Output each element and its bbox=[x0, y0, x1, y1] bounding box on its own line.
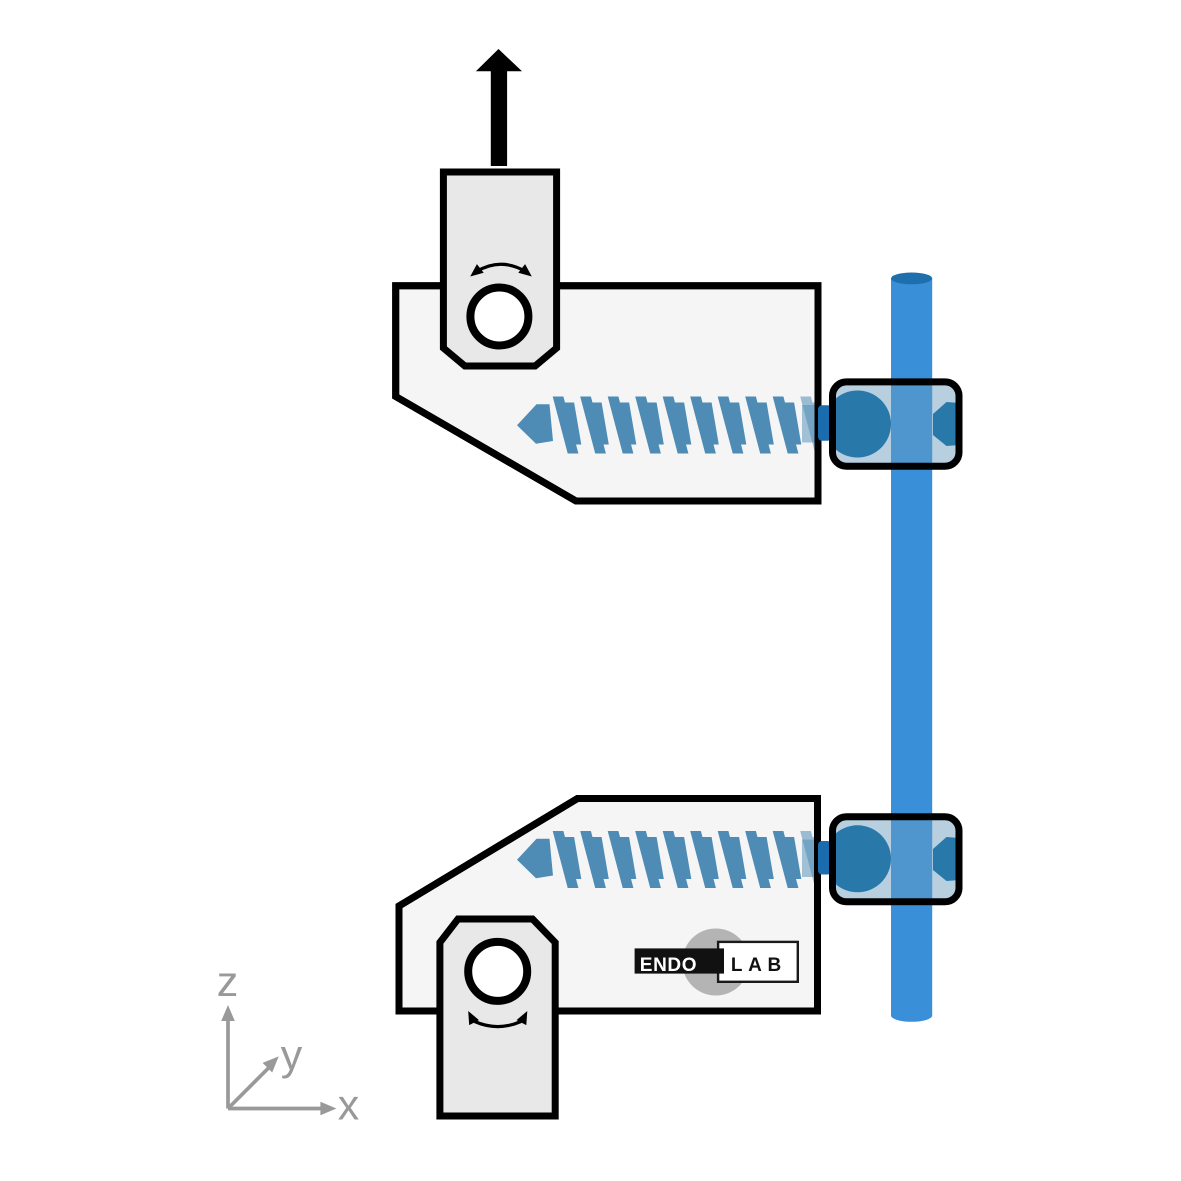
svg-text:ENDO: ENDO bbox=[640, 955, 697, 976]
svg-text:LAB: LAB bbox=[731, 955, 787, 976]
svg-text:z: z bbox=[217, 958, 239, 1006]
svg-text:y: y bbox=[281, 1032, 303, 1080]
svg-text:x: x bbox=[338, 1082, 360, 1130]
